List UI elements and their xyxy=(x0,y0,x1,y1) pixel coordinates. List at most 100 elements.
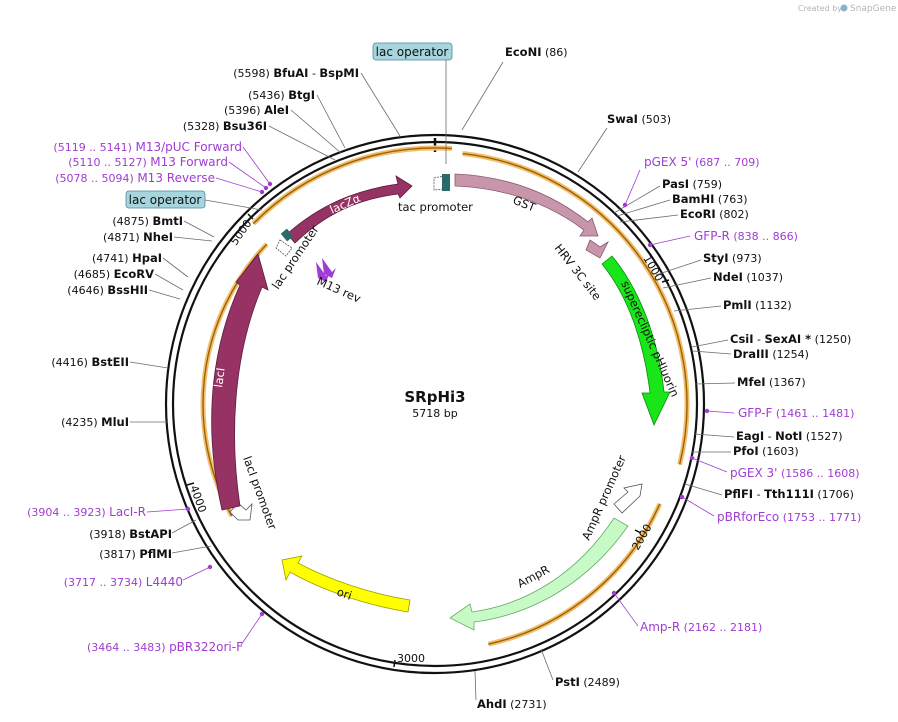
pHluorin-arrow[interactable] xyxy=(601,255,671,427)
enzyme-site[interactable]: PmlI (1132) xyxy=(673,298,792,312)
enzyme-site[interactable]: (5328) Bsu36I xyxy=(183,119,336,161)
enzyme-site[interactable]: MfeI (1367) xyxy=(694,375,806,389)
enzyme-leader xyxy=(616,199,671,217)
primer-leader xyxy=(215,177,263,193)
enzyme-label: (4416) BstEII xyxy=(51,355,129,369)
primer-leader xyxy=(681,496,715,517)
enzyme-site[interactable]: (4685) EcoRV xyxy=(74,267,184,291)
enzyme-site[interactable]: (4416) BstEII xyxy=(51,355,169,369)
primer-label: pGEX 3' (1586 .. 1608) xyxy=(730,466,860,480)
primer-label: (5119 .. 5141) M13/pUC Forward xyxy=(53,140,242,154)
primer-site[interactable]: (3464 .. 3483) pBR322ori-F xyxy=(87,613,263,654)
tick-label-5000: 5000 xyxy=(228,217,255,247)
enzyme-site[interactable]: PstI (2489) xyxy=(540,648,620,689)
primer-binding-mark xyxy=(704,408,710,414)
backbone-outer-ring xyxy=(164,133,706,675)
primer-marks xyxy=(185,181,710,617)
enzyme-label: (3817) PflMI xyxy=(99,547,172,561)
enzyme-label: SwaI (503) xyxy=(607,112,671,126)
primer-site[interactable]: Amp-R (2162 .. 2181) xyxy=(613,592,762,634)
primer-binding-mark xyxy=(647,242,653,248)
enzyme-site[interactable]: (3817) PflMI xyxy=(99,545,212,561)
primer-binding-mark xyxy=(622,202,628,208)
primer-site[interactable]: (5110 .. 5127) M13 Forward xyxy=(68,155,267,189)
enzyme-site[interactable]: PflFI - Tth111I (1706) xyxy=(684,483,854,501)
laci-arrow[interactable] xyxy=(211,253,269,511)
primer-binding-mark xyxy=(259,611,265,617)
enzyme-leader xyxy=(290,109,342,154)
enzyme-leader xyxy=(662,277,712,289)
lac-operator-left[interactable]: lac operator xyxy=(125,190,263,211)
enzyme-site[interactable]: (4875) BmtI xyxy=(112,214,215,238)
primer-binding-mark xyxy=(259,189,265,195)
enzyme-leader xyxy=(183,220,215,238)
enzyme-label: PmlI (1132) xyxy=(723,298,792,312)
ampr-arrow[interactable] xyxy=(449,517,629,631)
primer-label: pGEX 5' (687 .. 709) xyxy=(644,155,760,169)
enzyme-leader xyxy=(360,72,401,137)
primer-binding-mark xyxy=(267,181,273,187)
tac-operator-arrow xyxy=(433,175,445,191)
enzyme-label: DraIII (1254) xyxy=(733,347,809,361)
primer-leader xyxy=(649,235,691,246)
credit-text: Created by xyxy=(798,4,842,13)
enzyme-site[interactable]: CsiI - SexAI * (1250) xyxy=(691,332,851,348)
enzyme-site[interactable]: EagI - NotI (1527) xyxy=(694,429,843,443)
enzyme-site[interactable]: (5598) BfuAI - BspMI xyxy=(233,66,401,137)
gst-arrow[interactable] xyxy=(454,173,599,237)
primer-binding-mark xyxy=(185,506,191,512)
enzyme-site[interactable]: PfoI (1603) xyxy=(692,444,799,458)
enzyme-site[interactable]: BamHI (763) xyxy=(616,192,748,217)
enzyme-site[interactable]: SwaI (503) xyxy=(577,112,671,173)
primer-site[interactable]: GFP-F (1461 .. 1481) xyxy=(706,406,854,420)
enzyme-site[interactable]: EcoRI (802) xyxy=(619,207,749,223)
lac-operator-top[interactable]: lac operator xyxy=(372,42,453,164)
enzyme-leader xyxy=(577,127,608,173)
primer-site[interactable]: (3717 .. 3734) L4440 xyxy=(64,566,211,589)
lacZa-arrow[interactable] xyxy=(286,175,413,244)
enzyme-site[interactable]: (5396) AleI xyxy=(224,103,342,154)
enzyme-label: (5598) BfuAI - BspMI xyxy=(233,66,359,80)
m13rev-arrow-2 xyxy=(322,258,336,278)
enzyme-site[interactable]: (4871) NheI xyxy=(103,230,213,244)
enzyme-site[interactable]: StyI (973) xyxy=(655,251,762,276)
primer-site[interactable]: (3904 .. 3923) LacI-R xyxy=(27,505,189,519)
plasmid-name: SRpHi3 xyxy=(404,388,465,406)
primer-label: Amp-R (2162 .. 2181) xyxy=(640,620,762,634)
laci-label: lacI xyxy=(211,367,228,389)
enzyme-site[interactable]: DraIII (1254) xyxy=(692,347,809,361)
enzyme-leader xyxy=(461,61,504,131)
enzyme-leader xyxy=(619,214,679,223)
primer-leader xyxy=(146,508,189,513)
tick-3000 xyxy=(393,659,396,668)
primer-label: (5078 .. 5094) M13 Reverse xyxy=(55,171,215,185)
ori-arrow[interactable] xyxy=(281,555,411,613)
enzyme-site[interactable]: (5436) BtgI xyxy=(248,88,346,149)
enzyme-leader xyxy=(171,519,197,534)
enzyme-leader xyxy=(694,433,735,438)
enzyme-site[interactable]: NdeI (1037) xyxy=(662,270,783,289)
enzyme-label: (4235) MluI xyxy=(61,415,129,429)
primer-leader xyxy=(240,613,263,646)
enzyme-site[interactable]: (4646) BssHII xyxy=(67,283,181,300)
enzyme-site[interactable]: (4235) MluI xyxy=(61,415,168,429)
enzyme-label: PstI (2489) xyxy=(555,675,620,689)
enzyme-site[interactable]: EcoNI (86) xyxy=(461,45,568,131)
primer-binding-mark xyxy=(207,564,213,570)
enzyme-site[interactable]: (4741) HpaI xyxy=(92,251,189,278)
primer-site[interactable]: pBRforEco (1753 .. 1771) xyxy=(681,496,861,524)
primer-label: (3464 .. 3483) pBR322ori-F xyxy=(87,640,243,654)
enzyme-site[interactable]: (3918) BstAPI xyxy=(89,519,197,541)
tick-label-3000: 3000 xyxy=(397,652,425,665)
primer-binding-mark xyxy=(679,494,685,500)
primer-site[interactable]: GFP-R (838 .. 866) xyxy=(649,229,798,246)
enzyme-site[interactable]: PasI (759) xyxy=(613,177,722,214)
enzyme-site[interactable]: AhdI (2731) xyxy=(474,670,547,711)
orf-arcs xyxy=(200,145,690,647)
snapgene-logo-icon xyxy=(840,4,848,12)
primer-site[interactable]: pGEX 5' (687 .. 709) xyxy=(624,155,760,206)
primer-label: (5110 .. 5127) M13 Forward xyxy=(68,155,228,169)
primer-site[interactable]: (5119 .. 5141) M13/pUC Forward xyxy=(53,140,271,185)
primer-site[interactable]: (5078 .. 5094) M13 Reverse xyxy=(55,171,263,193)
primer-site[interactable]: pGEX 3' (1586 .. 1608) xyxy=(691,457,860,480)
